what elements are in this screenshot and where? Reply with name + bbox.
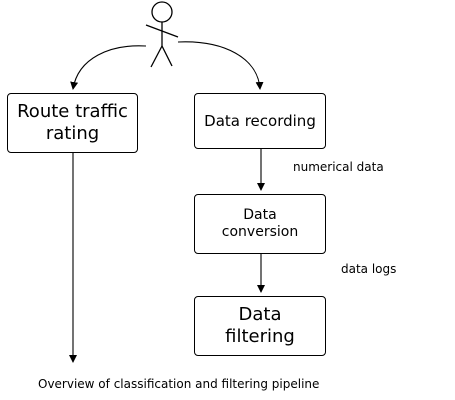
route-traffic-rating-line1: Route traffic bbox=[17, 101, 128, 123]
actor-left-leg bbox=[150, 45, 163, 68]
arrow-actor-to-recording bbox=[177, 41, 264, 90]
actor-head bbox=[151, 1, 173, 23]
arrow-actor-to-route bbox=[70, 45, 147, 90]
diagram-caption: Overview of classification and filtering… bbox=[38, 377, 320, 391]
data-logs-label: data logs bbox=[341, 262, 397, 276]
data-conversion-line1: Data bbox=[243, 207, 277, 224]
data-recording-label: Data recording bbox=[204, 112, 316, 130]
data-filtering-node: Data filtering bbox=[194, 296, 326, 356]
data-conversion-line2: conversion bbox=[221, 224, 299, 240]
route-traffic-rating-line2: rating bbox=[45, 123, 100, 144]
data-filtering-line2: filtering bbox=[225, 326, 295, 347]
data-recording-node: Data recording bbox=[194, 93, 326, 149]
route-traffic-rating-node: Route traffic rating bbox=[7, 93, 138, 153]
data-filtering-line1: Data bbox=[238, 304, 282, 326]
stick-figure-icon bbox=[145, 1, 179, 68]
data-conversion-node: Data conversion bbox=[194, 194, 326, 254]
actor-arms bbox=[145, 24, 179, 38]
numerical-data-label: numerical data bbox=[293, 160, 384, 174]
actor-right-leg bbox=[161, 45, 173, 67]
